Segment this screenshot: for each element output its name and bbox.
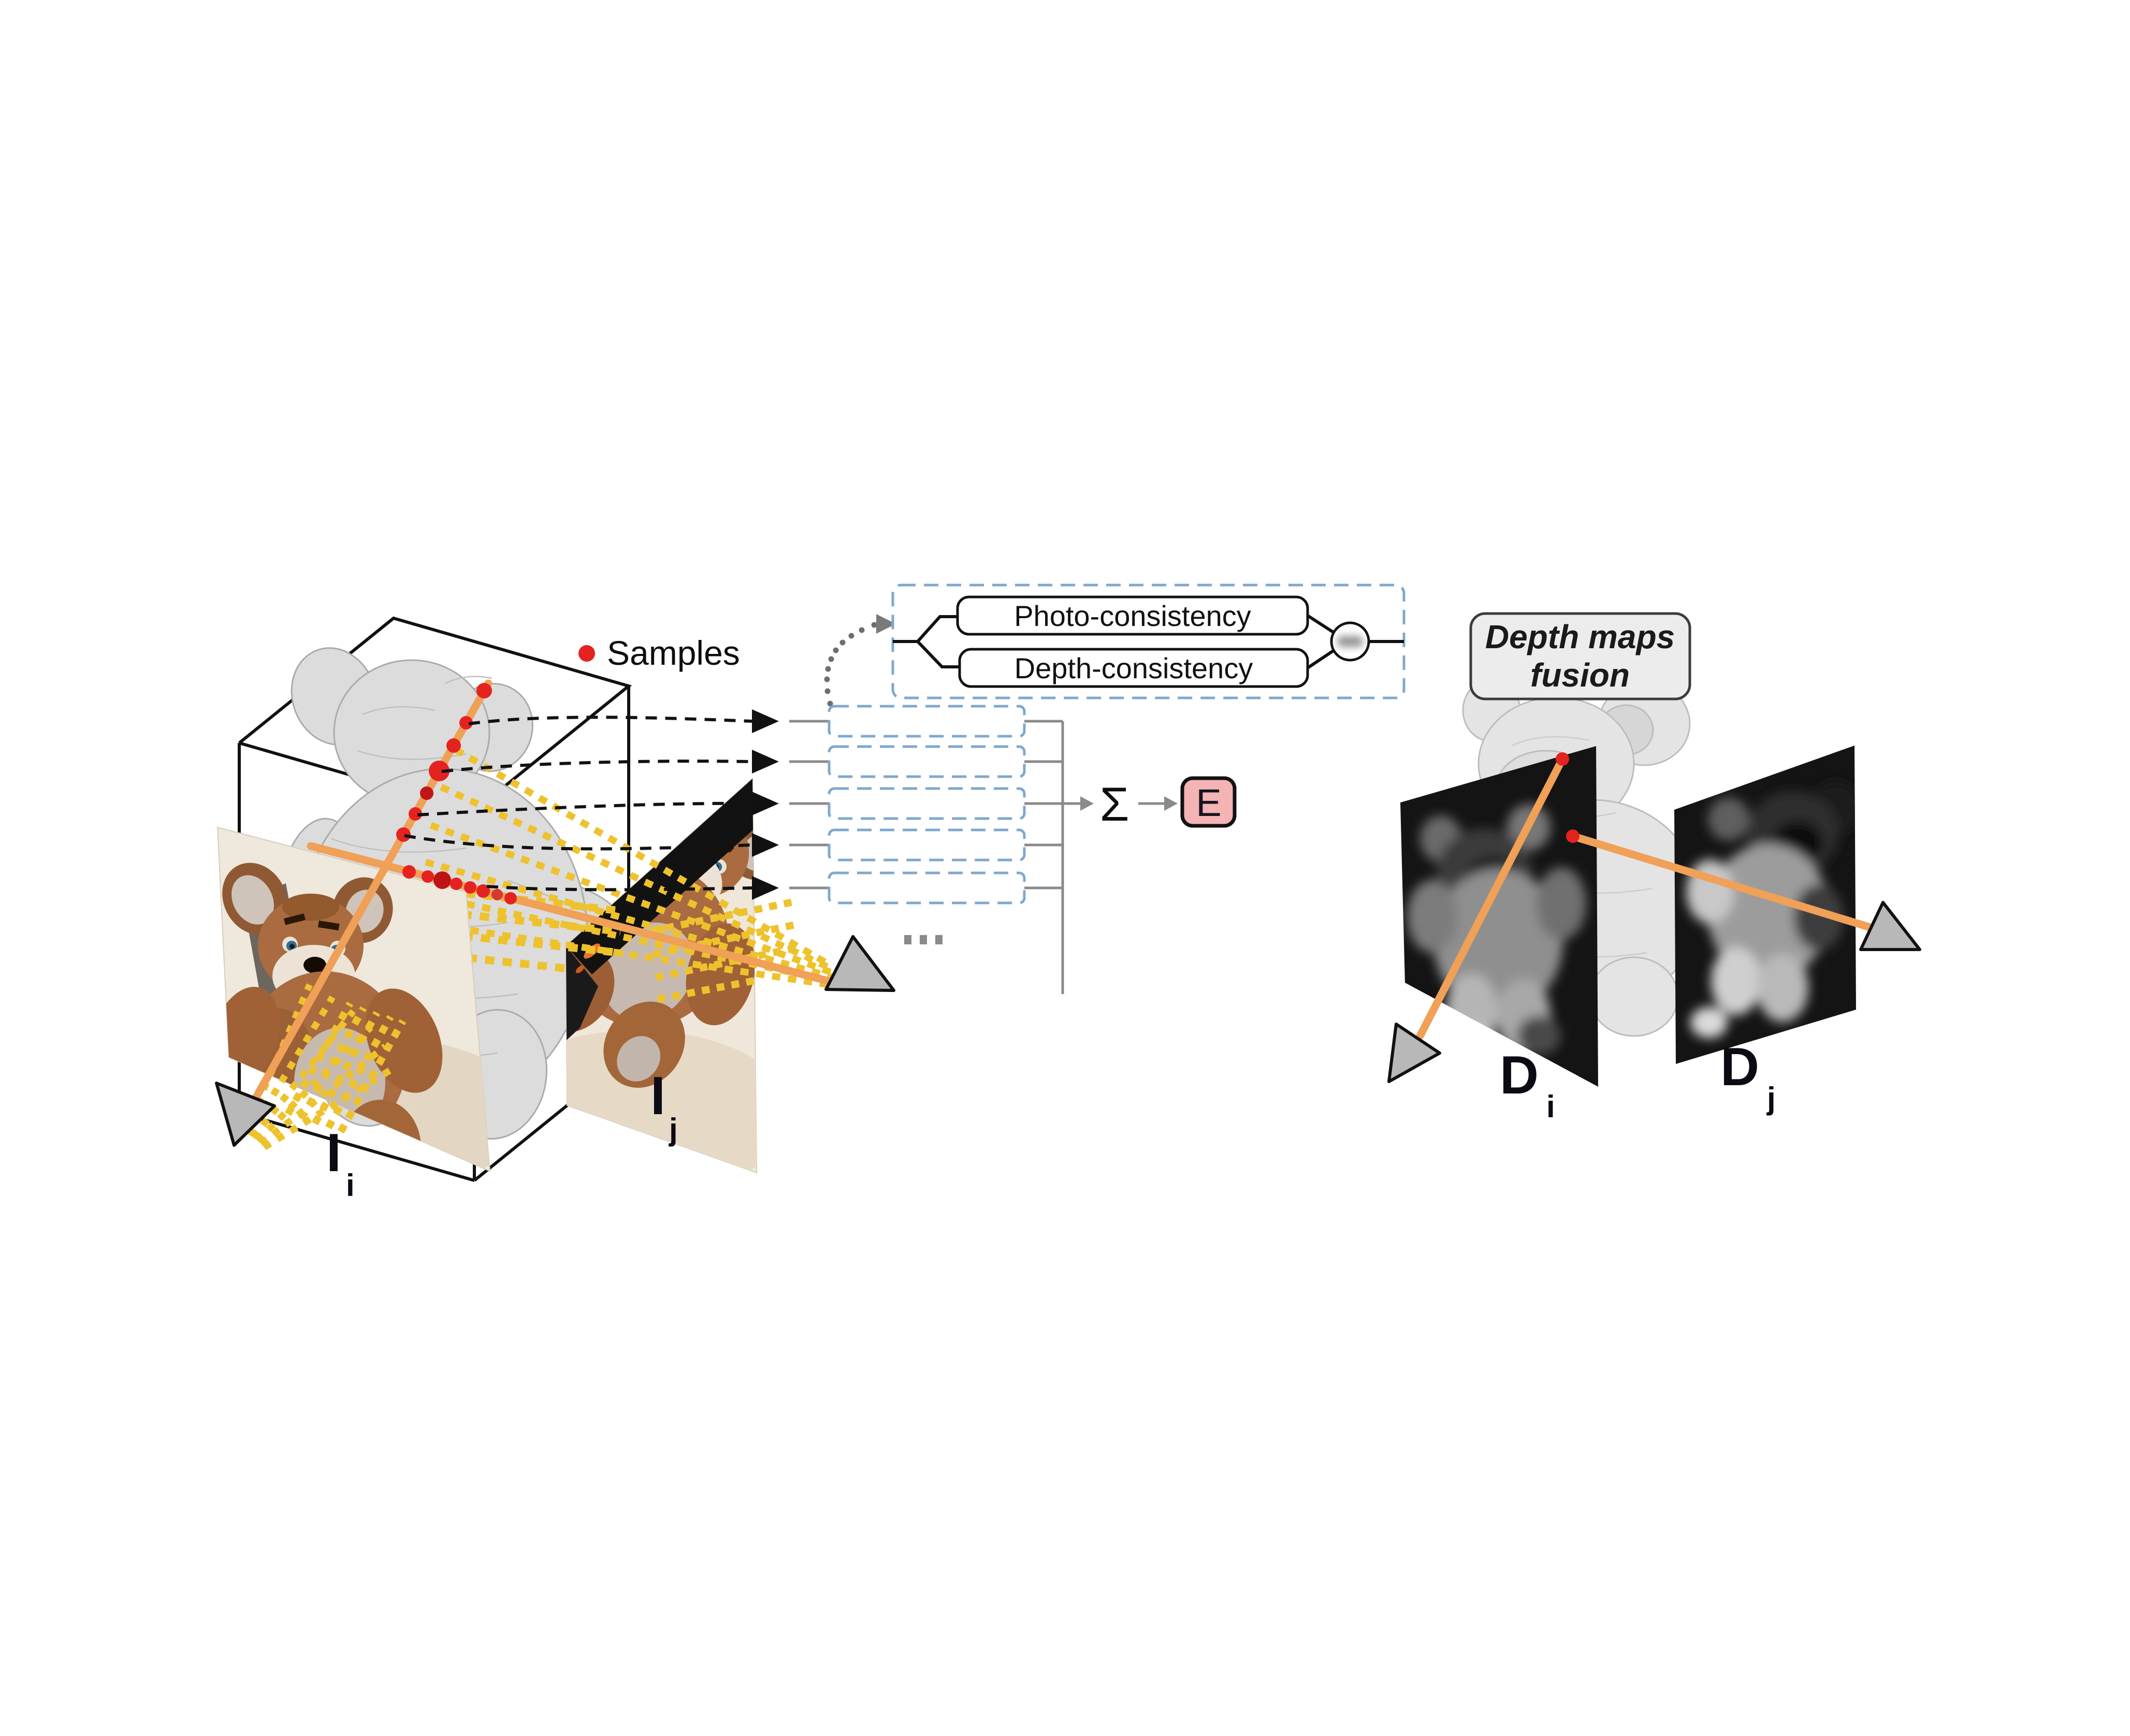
photo-consistency-box: [956, 595, 1309, 636]
ij-floor-shading: [566, 1030, 757, 1173]
camera-i-icon: [215, 1082, 276, 1147]
samples-legend: Samples: [578, 634, 740, 672]
camera-j-icon: [824, 935, 895, 992]
fusion-sample-dot-j: [1566, 829, 1580, 843]
depth-consistency-label: Depth-consistency: [1015, 652, 1253, 684]
depth-consistency-box: [958, 648, 1309, 688]
samples-dot-icon: [578, 645, 595, 662]
view-labels: I i I j D i D j: [326, 1037, 1776, 1203]
energy-label: E: [1196, 781, 1221, 824]
fusion-label-line1: Depth maps: [1485, 618, 1675, 655]
photo-consistency-label: Photo-consistency: [1014, 600, 1251, 632]
samples-label: Samples: [607, 634, 740, 672]
camera-ray-i: [230, 679, 492, 1141]
label-ii-main: I: [326, 1123, 341, 1183]
sample-fan-camera-j: [425, 747, 850, 991]
dj-depth-silhouette: [1686, 782, 1856, 1038]
label-ij-main: I: [650, 1066, 665, 1126]
fusion-label-line2: fusion: [1530, 657, 1630, 694]
di-depth-silhouette: [1407, 804, 1586, 1055]
sample-patch-ii: [284, 1001, 407, 1134]
detail-dotted-arrow: [824, 614, 896, 720]
fusion-ray-i: [1416, 755, 1567, 1040]
per-sample-slots: [789, 705, 1063, 905]
projection-arrows: [404, 709, 779, 900]
sum-symbol: Σ: [1100, 778, 1129, 831]
aggregation-operator-icon: [1337, 636, 1363, 647]
camera-di-icon: [1387, 1023, 1441, 1083]
camera-ray-j: [307, 842, 837, 986]
sample-dots: [396, 683, 517, 905]
label-ij-sub: j: [669, 1112, 678, 1147]
ellipsis-icon: [904, 935, 943, 944]
label-ii-sub: i: [346, 1168, 355, 1203]
consistency-pipeline: Photo-consistency Depth-consistency Σ E: [789, 583, 1405, 994]
fusion-ray-j: [1569, 832, 1889, 936]
label-dj-main: D: [1720, 1037, 1759, 1097]
fusion-label-box: Depth maps fusion: [1469, 612, 1691, 701]
camera-dj-icon: [1859, 901, 1921, 951]
depth-map-dj: [1674, 746, 1856, 1064]
label-di-main: D: [1500, 1045, 1539, 1105]
energy-box: [1180, 776, 1237, 828]
sum-energy-chain: Σ E: [1063, 776, 1237, 831]
module-internal-wiring: [893, 614, 1404, 669]
depth-map-di: [1400, 746, 1598, 1087]
fusion-sample-dot-i: [1556, 752, 1569, 766]
label-di-sub: i: [1546, 1089, 1555, 1124]
label-dj-sub: j: [1766, 1081, 1776, 1116]
